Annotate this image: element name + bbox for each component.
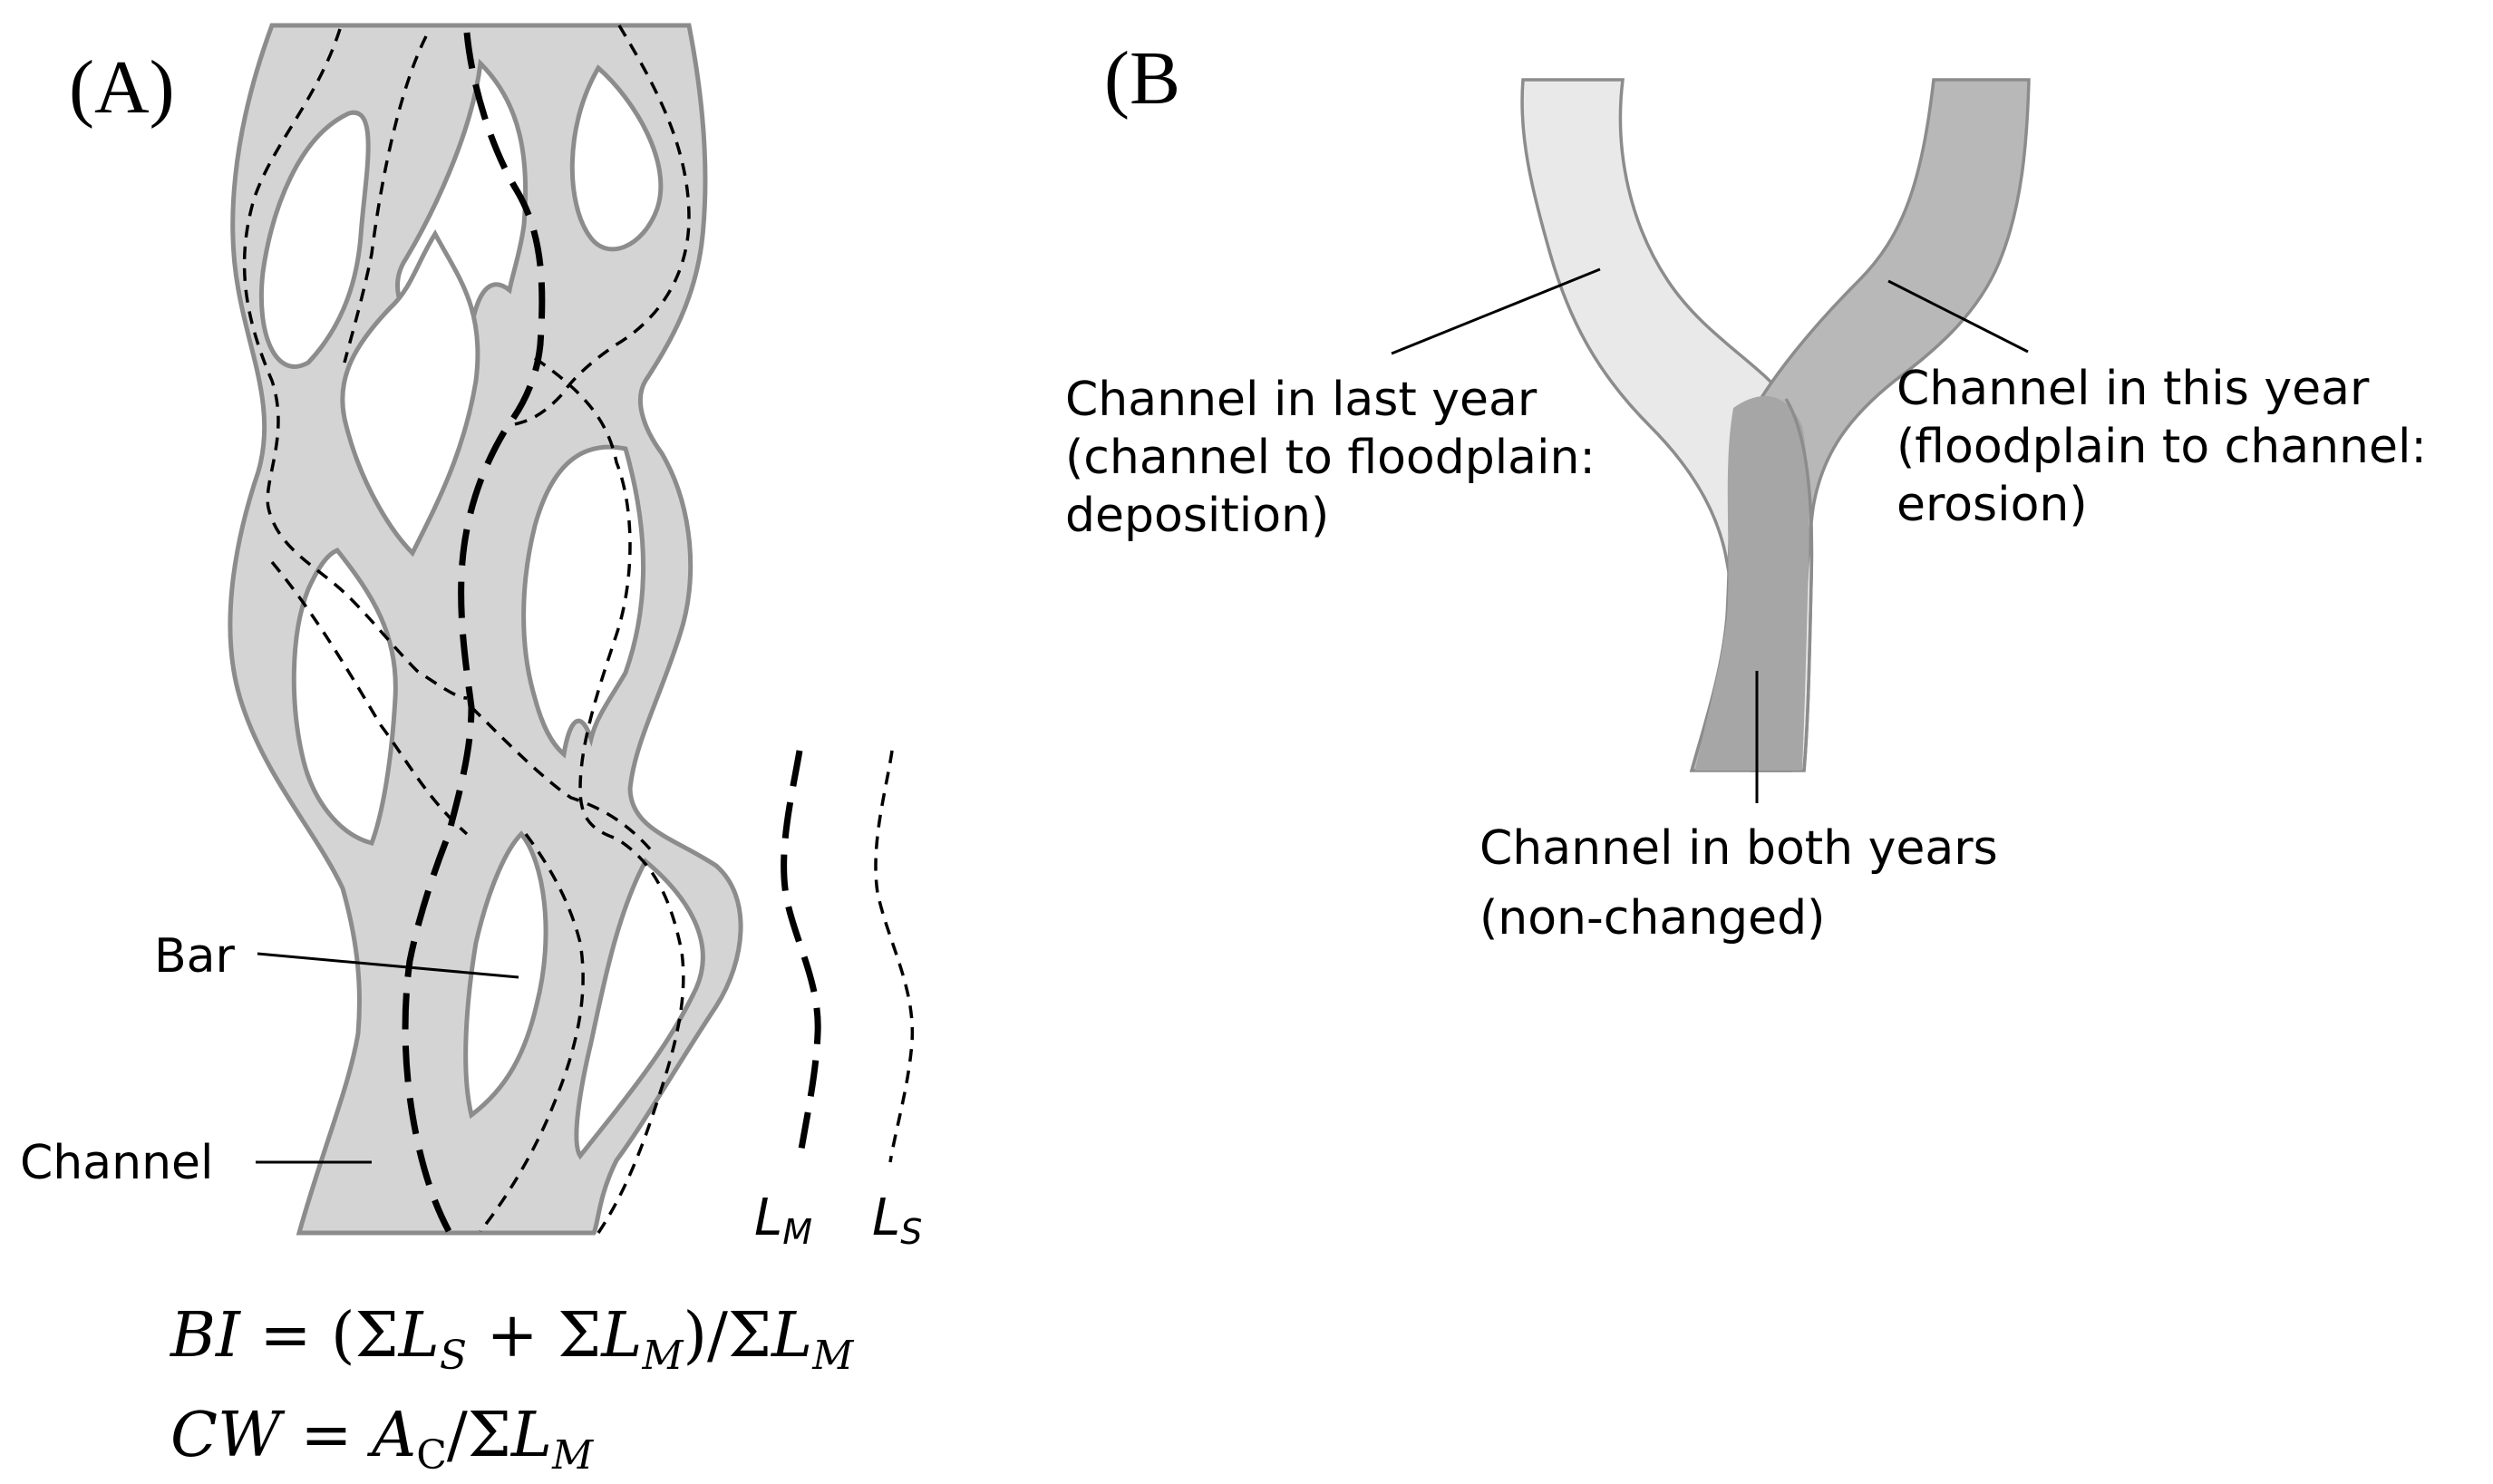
panel-b: (B Channel in last year (channel to floo… [1065, 36, 2441, 946]
secondary-channel [479, 832, 585, 1233]
secondary-channel [470, 705, 655, 854]
bars [258, 58, 705, 1160]
bar [569, 64, 664, 252]
channel-both-years [1695, 395, 1809, 771]
panel-a: (A) Bar Channel [20, 23, 922, 1479]
main-channel-centerline [402, 32, 546, 1233]
secondary-channel [507, 24, 691, 428]
legend-secondary-channel-line [874, 750, 915, 1163]
formulas: BI = (ΣLS + ΣLM)/ΣLM CW = AC/ΣLM [169, 1300, 854, 1479]
legend-main-channel-line [781, 750, 821, 1161]
legend-secondary-label: LS [872, 1188, 922, 1252]
channel-last-year-edge [1784, 398, 1814, 771]
bar-leader [257, 952, 519, 979]
bar [258, 110, 371, 369]
this-year-callout: Channel in this year (floodplain to chan… [1896, 362, 2441, 532]
bar-callout: Bar [154, 929, 236, 984]
bar [521, 444, 646, 759]
both-years-callout: Channel in both years (non-changed) [1479, 821, 2013, 946]
legend-main-label: LM [754, 1188, 812, 1252]
panel-b-label: (B [1104, 36, 1180, 121]
legend: LM LS [754, 750, 922, 1252]
secondary-channel [270, 560, 469, 836]
secondary-channel [343, 35, 428, 364]
bar [574, 858, 705, 1160]
last-year-leader [1391, 267, 1601, 355]
this-year-leader [1887, 279, 2029, 354]
panel-a-label: (A) [69, 45, 175, 130]
last-year-callout: Channel in last year (channel to floodpl… [1065, 373, 1610, 543]
bar [463, 830, 548, 1120]
braiding-index-formula: BI = (ΣLS + ΣLM)/ΣLM [169, 1300, 854, 1379]
secondary-channel [242, 28, 468, 700]
braided-channel [228, 23, 743, 1236]
channel-callout: Channel [20, 1136, 213, 1190]
bar [340, 229, 480, 558]
secondary-channel-centerlines [242, 24, 691, 1234]
channel-width-formula: CW = AC/ΣLM [170, 1400, 594, 1479]
